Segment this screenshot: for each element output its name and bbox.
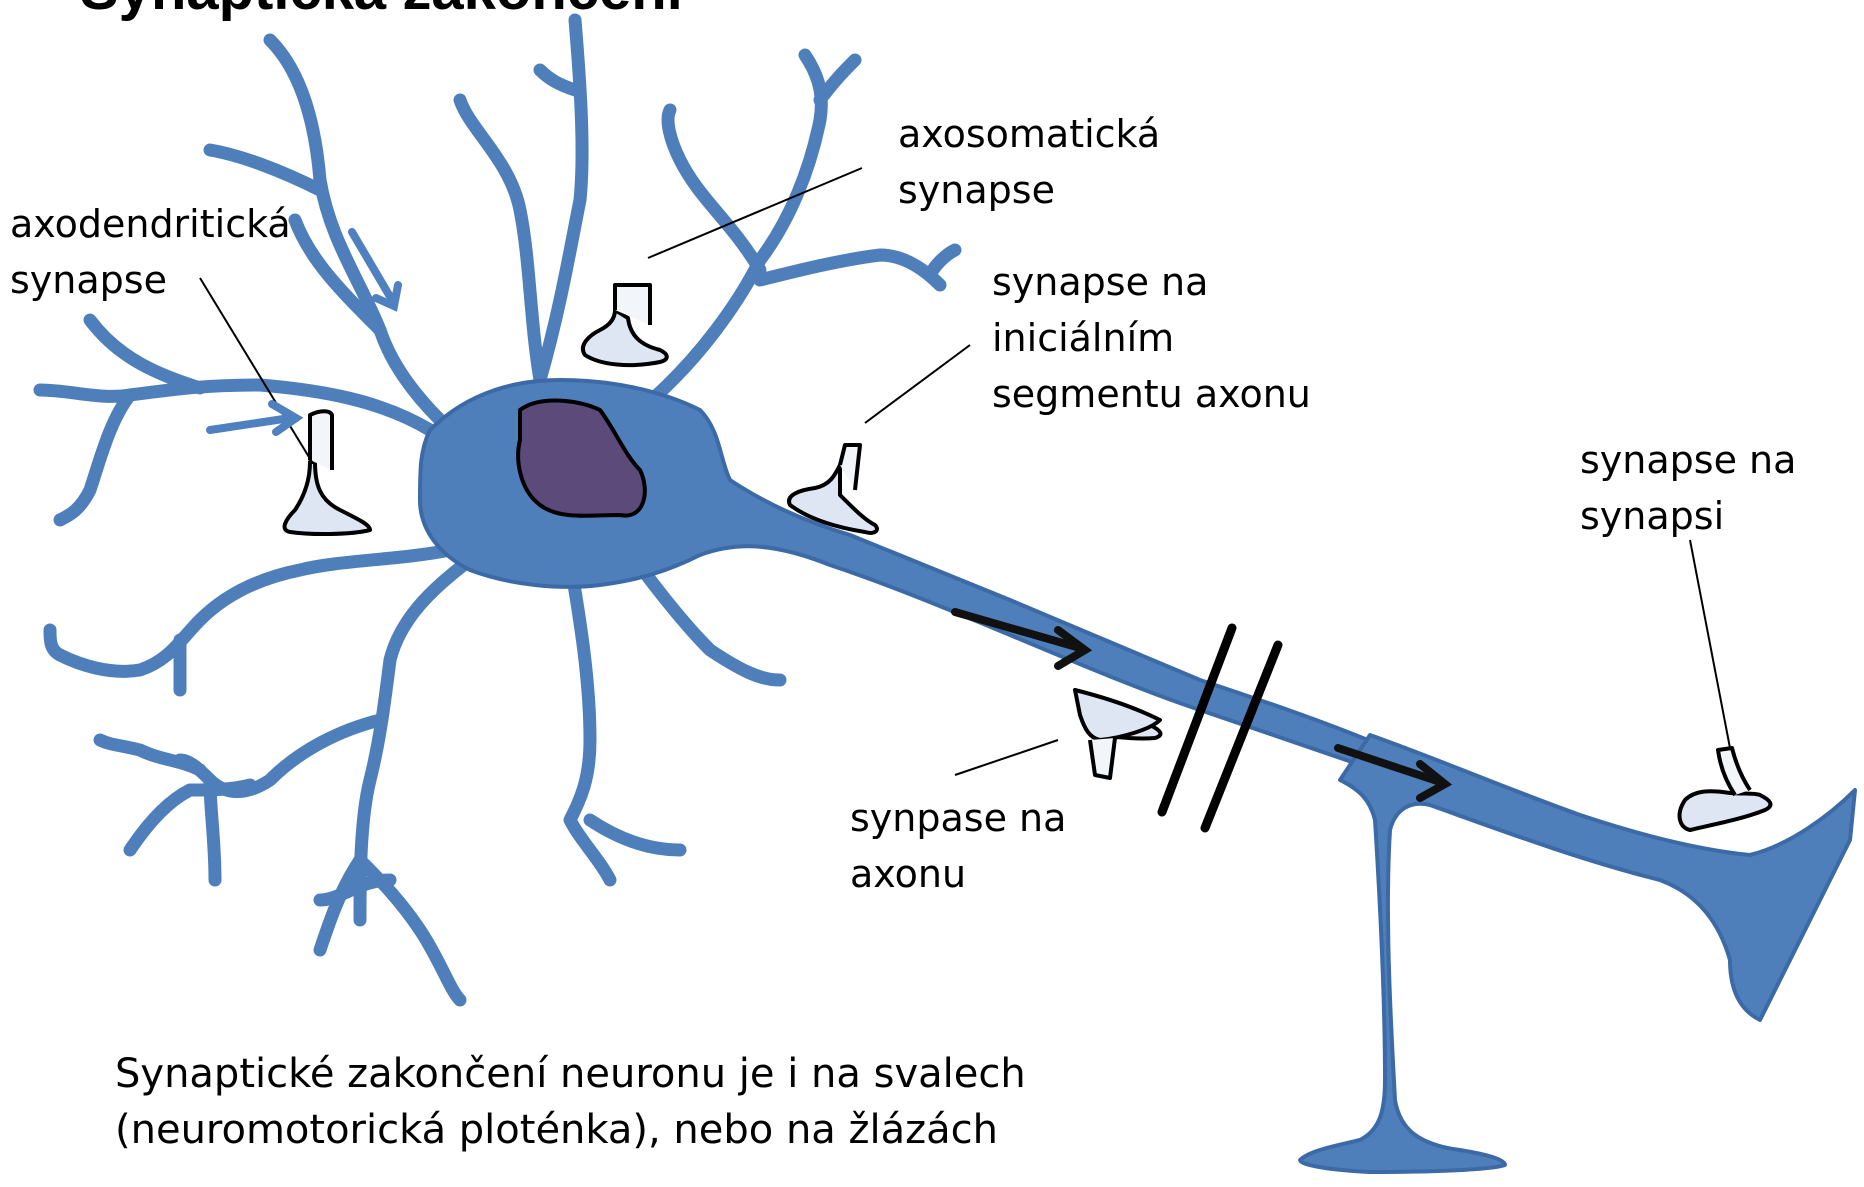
label-axosomatic-line-2: synapse	[898, 162, 1160, 218]
axon-terminal	[1075, 690, 1160, 778]
dendrite-arrow-2-icon	[210, 404, 296, 432]
label-axodendritic: axodendritická synapse	[10, 196, 291, 308]
label-on-axon-line-1: synpase na	[850, 790, 1066, 846]
label-on-axon-line-2: axonu	[850, 846, 1066, 902]
footnote: Synaptické zakončení neuronu je i na sva…	[115, 1046, 1026, 1158]
label-on-synapse: synapse na synapsi	[1580, 432, 1796, 544]
label-initial-segment-line-1: synapse na	[992, 254, 1311, 310]
label-initial-segment: synapse na iniciálním segmentu axonu	[992, 254, 1311, 422]
label-axosomatic: axosomatická synapse	[898, 106, 1160, 218]
footnote-line-1: Synaptické zakončení neuronu je i na sva…	[115, 1046, 1026, 1102]
label-initial-segment-line-2: iniciálním	[992, 310, 1311, 366]
axosomatic-terminal	[583, 285, 667, 365]
axodendritic-terminal	[285, 411, 370, 534]
page-title: Synaptická zakončení	[80, 0, 683, 20]
label-on-synapse-line-2: synapsi	[1580, 488, 1796, 544]
axon	[1300, 735, 1855, 1172]
label-on-synapse-line-1: synapse na	[1580, 432, 1796, 488]
label-axosomatic-line-1: axosomatická	[898, 106, 1160, 162]
label-axodendritic-line-1: axodendritická	[10, 196, 291, 252]
label-on-axon: synpase na axonu	[850, 790, 1066, 902]
label-axodendritic-line-2: synapse	[10, 252, 291, 308]
synapse-on-synapse-terminal	[1680, 748, 1771, 830]
footnote-line-2: (neuromotorická ploténka), nebo na žlázá…	[115, 1102, 1026, 1158]
label-initial-segment-line-3: segmentu axonu	[992, 366, 1311, 422]
